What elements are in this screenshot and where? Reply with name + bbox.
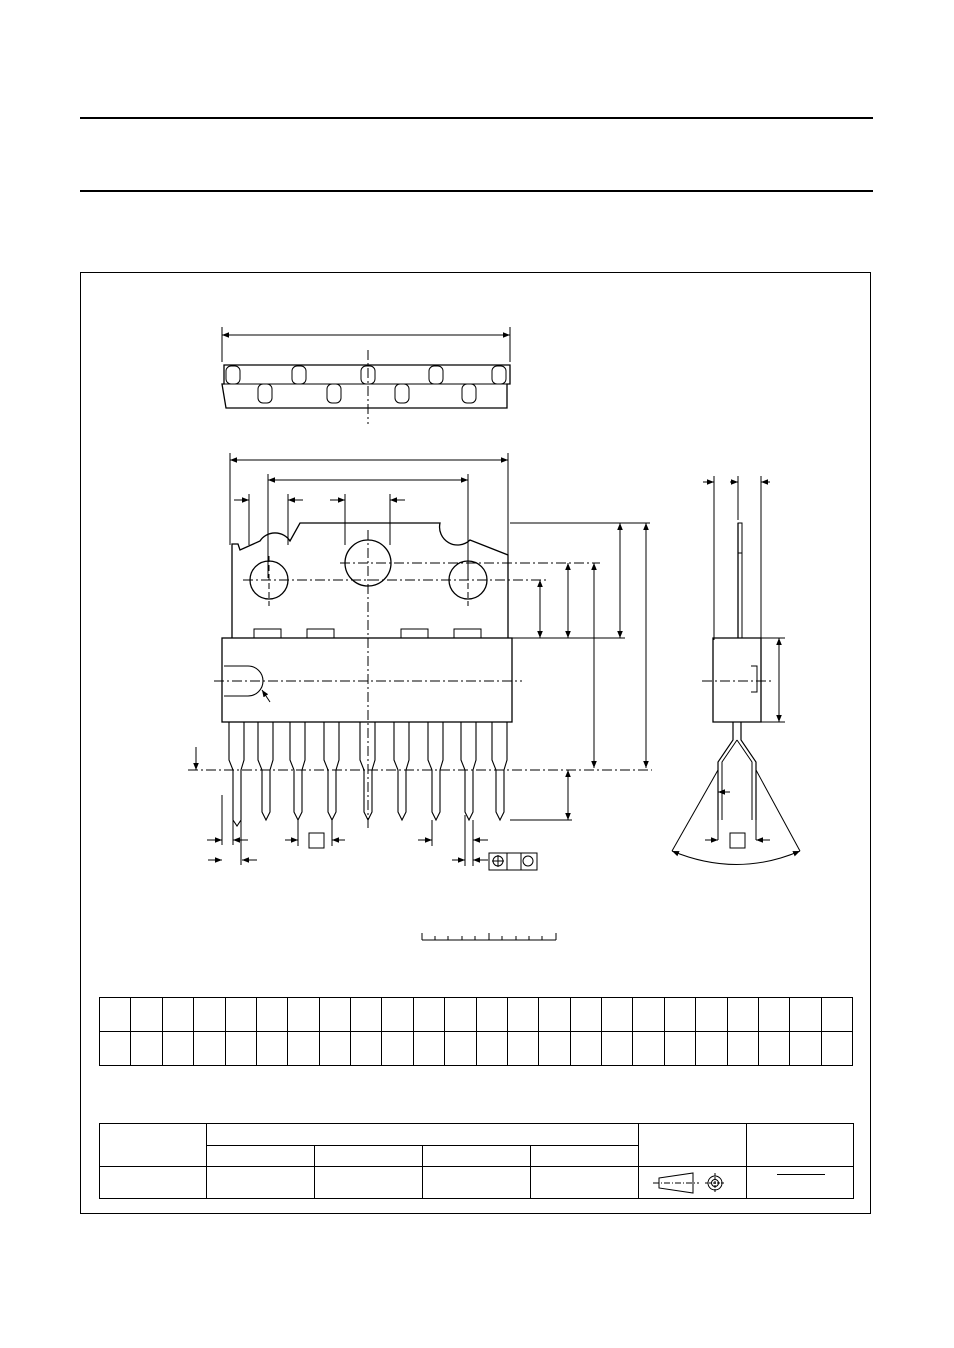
side-view — [671, 476, 801, 865]
projection-symbol-icon — [653, 1172, 725, 1194]
outline-version-table — [99, 1123, 854, 1199]
second-rule — [80, 190, 873, 192]
scale-bar — [421, 933, 557, 941]
dimension-table — [98, 997, 854, 1066]
issue-date-cell — [746, 1166, 854, 1199]
drawing-frame — [80, 272, 871, 1214]
projection-symbol-cell — [638, 1166, 747, 1199]
top-rule — [80, 117, 873, 119]
front-view — [188, 453, 652, 871]
top-view — [221, 327, 511, 424]
date-underline — [777, 1174, 825, 1175]
